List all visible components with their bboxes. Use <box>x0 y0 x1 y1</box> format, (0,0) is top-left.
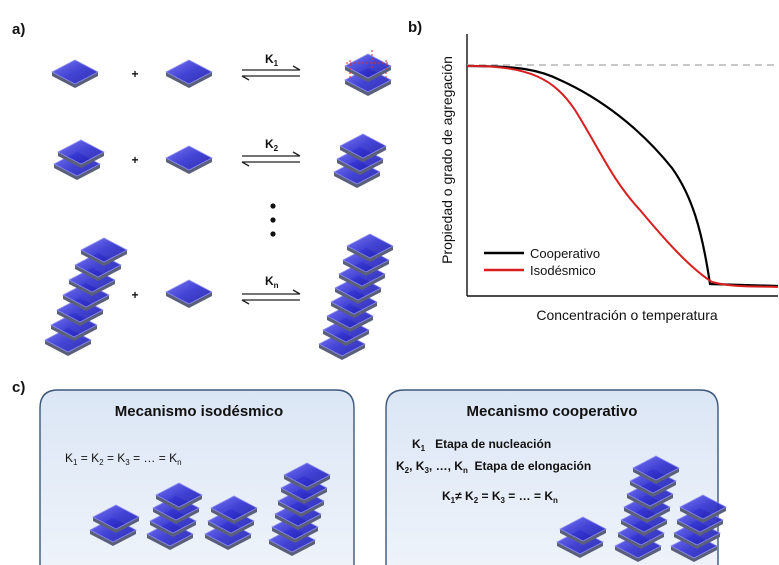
cooperative-curve <box>466 64 779 288</box>
plus-sign: + <box>131 288 138 302</box>
stacking-tile <box>57 139 105 168</box>
chart-axes <box>466 34 778 297</box>
stacking-tile <box>559 516 607 545</box>
isodesmic-curve <box>466 64 779 288</box>
elongation-step: K2, K3, …, Kn Etapa de elongación <box>396 459 591 475</box>
nucleation-step: K1 Etapa de nucleación <box>412 437 551 453</box>
isodesmic-title: Mecanismo isodésmico <box>115 403 283 420</box>
vertical-ellipsis <box>270 203 276 237</box>
kn-label: Kn <box>265 274 279 290</box>
equilibrium-arrow-n <box>241 289 301 305</box>
dimer-bond-lines <box>346 50 390 78</box>
stacking-tile <box>210 495 258 524</box>
stacking-tile <box>165 279 213 308</box>
stacking-tile <box>51 59 99 88</box>
legend: Cooperativo Isodésmico <box>484 246 600 278</box>
stacking-tile <box>80 237 128 266</box>
panel-a-label: a) <box>12 21 25 38</box>
equilibrium-arrow-1 <box>241 65 301 81</box>
panel-c-label: c) <box>12 379 25 396</box>
panel-b-label: b) <box>408 19 422 36</box>
legend-label-cooperative: Cooperativo <box>530 246 600 261</box>
panel-b: b) Propiedad o grado de agregación Conce… <box>408 19 779 323</box>
plus-signs: + + + <box>131 67 138 302</box>
stacking-tile <box>632 455 680 484</box>
panel-a: a) + + + K1 K2 Kn <box>12 21 394 360</box>
equilibrium-arrows <box>241 65 301 305</box>
plus-sign: + <box>131 67 138 81</box>
panel-c-tiles <box>89 455 727 562</box>
panel-a-tiles <box>44 53 394 360</box>
x-axis-label: Concentración o temperatura <box>536 307 718 323</box>
stacking-tile <box>92 504 140 533</box>
stacking-tile <box>155 482 203 511</box>
cooperative-title: Mecanismo cooperativo <box>467 403 638 420</box>
stacking-tile <box>165 145 213 174</box>
stacking-tile <box>346 233 394 262</box>
stacking-tile <box>339 133 387 162</box>
stacking-tile <box>165 59 213 88</box>
stacking-tile <box>344 53 392 82</box>
plus-sign: + <box>131 153 138 167</box>
k1-label: K1 <box>265 52 279 68</box>
equilibrium-arrow-2 <box>241 151 301 167</box>
stacking-tile <box>283 462 331 491</box>
panel-c: c) Mecanismo isodésmico K1 = K2 = K3 = …… <box>12 379 727 565</box>
cooperative-equation: K1≠ K2 = K3 = … = Kn <box>442 489 558 505</box>
isodesmic-equation: K1 = K2 = K3 = … = Kn <box>65 451 182 467</box>
k2-label: K2 <box>265 137 279 153</box>
legend-label-isodesmic: Isodésmico <box>530 263 596 278</box>
stacking-tile <box>679 494 727 523</box>
y-axis-label: Propiedad o grado de agregación <box>439 56 455 264</box>
